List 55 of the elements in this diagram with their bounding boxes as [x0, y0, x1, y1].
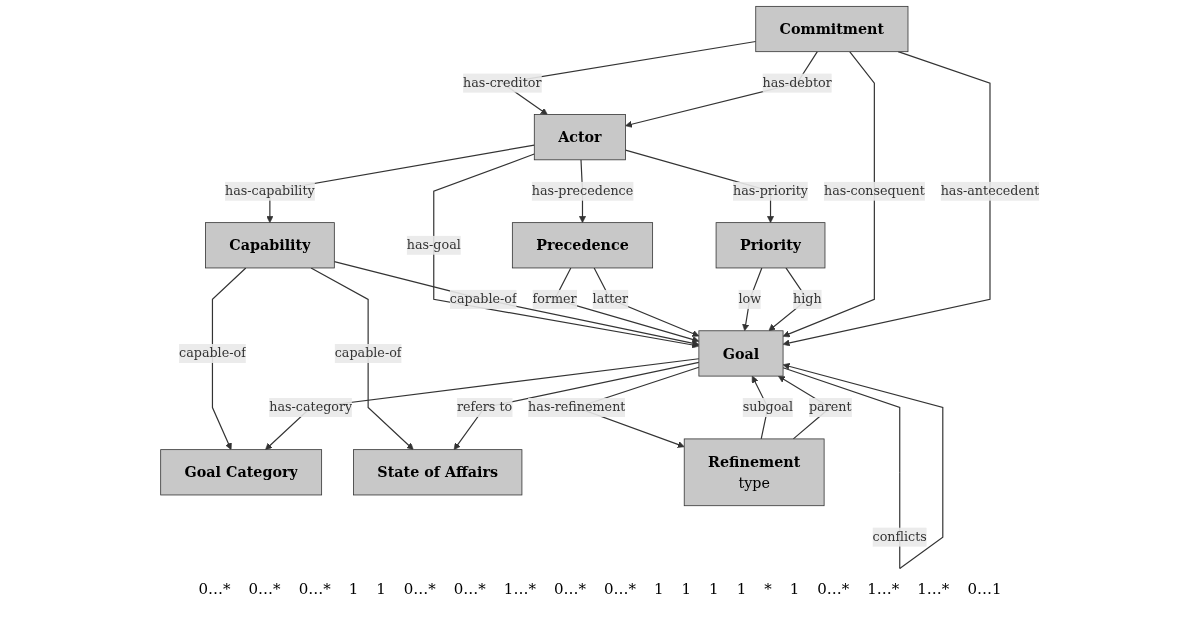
multiplicity-label: 1…*: [866, 580, 901, 600]
arrow: [782, 51, 991, 347]
multiplicity-label: 0…*: [297, 580, 332, 600]
arrow: [782, 51, 875, 338]
edge-label: has-antecedent: [940, 183, 1040, 199]
edge-label: has-consequent: [823, 183, 925, 199]
edge-label: has-category: [269, 399, 353, 415]
multiplicity-label: 1: [653, 580, 665, 600]
edge-label: has-creditor: [463, 75, 542, 91]
edge-label: subgoal: [742, 399, 793, 415]
arrow: [742, 267, 763, 332]
node-box: Capability: [205, 222, 335, 269]
node-box: Goal Category: [160, 449, 323, 496]
multiplicity-label: 1: [735, 580, 748, 600]
edge-label: has-capability: [225, 183, 315, 199]
node-box: Goal: [698, 330, 784, 377]
edge-label: conflicts: [872, 529, 927, 545]
multiplicity-label: 0…*: [247, 580, 282, 600]
edge-label: has-precedence: [531, 183, 634, 199]
multiplicity-label: 1…*: [916, 580, 951, 600]
multiplicity-label: 0…*: [402, 580, 437, 600]
edge-label: refers to: [456, 399, 513, 415]
multiplicity-label: 0…1: [966, 580, 1003, 600]
edge-label: has-refinement: [528, 399, 626, 415]
multiplicity-label: 0…*: [816, 580, 851, 600]
multiplicity-label: 1: [708, 580, 720, 600]
multiplicity-label: 0…*: [552, 580, 587, 600]
edge-label: has-priority: [733, 183, 809, 199]
multiplicity-label: 1…*: [502, 580, 537, 600]
multiplicity-label: *: [763, 580, 773, 600]
multiplicity-label: 0…*: [197, 580, 232, 600]
node-box: Priority: [715, 222, 826, 269]
edge-label: capable-of: [334, 345, 402, 361]
edge-label: low: [738, 291, 762, 307]
edge-label: has-debtor: [762, 75, 832, 91]
multiplicity-label: 0…*: [452, 580, 487, 600]
node-box: Commitment: [755, 5, 909, 53]
edge-label: former: [532, 291, 577, 307]
edge-label: parent: [808, 399, 852, 415]
edge-label: latter: [592, 291, 629, 307]
edge-label: capable-of: [179, 345, 246, 361]
node-box: State of Affairs: [353, 449, 523, 496]
arrow: [310, 267, 414, 450]
node-box: Actor: [533, 114, 626, 161]
node-box: Refinement type: [683, 438, 825, 507]
multiplicity-label: 1: [680, 580, 693, 600]
arrow: [211, 267, 247, 450]
multiplicity-label: 0…*: [602, 580, 637, 600]
edge-label: has-goal: [406, 237, 461, 253]
edge-label: capable-of: [449, 291, 517, 307]
multiplicity-label: 1: [788, 580, 801, 600]
multiplicity-label: 1: [347, 580, 360, 600]
node-box: Precedence: [511, 222, 654, 269]
multiplicity-label: 1: [375, 580, 387, 600]
edge-label: high: [793, 291, 822, 307]
